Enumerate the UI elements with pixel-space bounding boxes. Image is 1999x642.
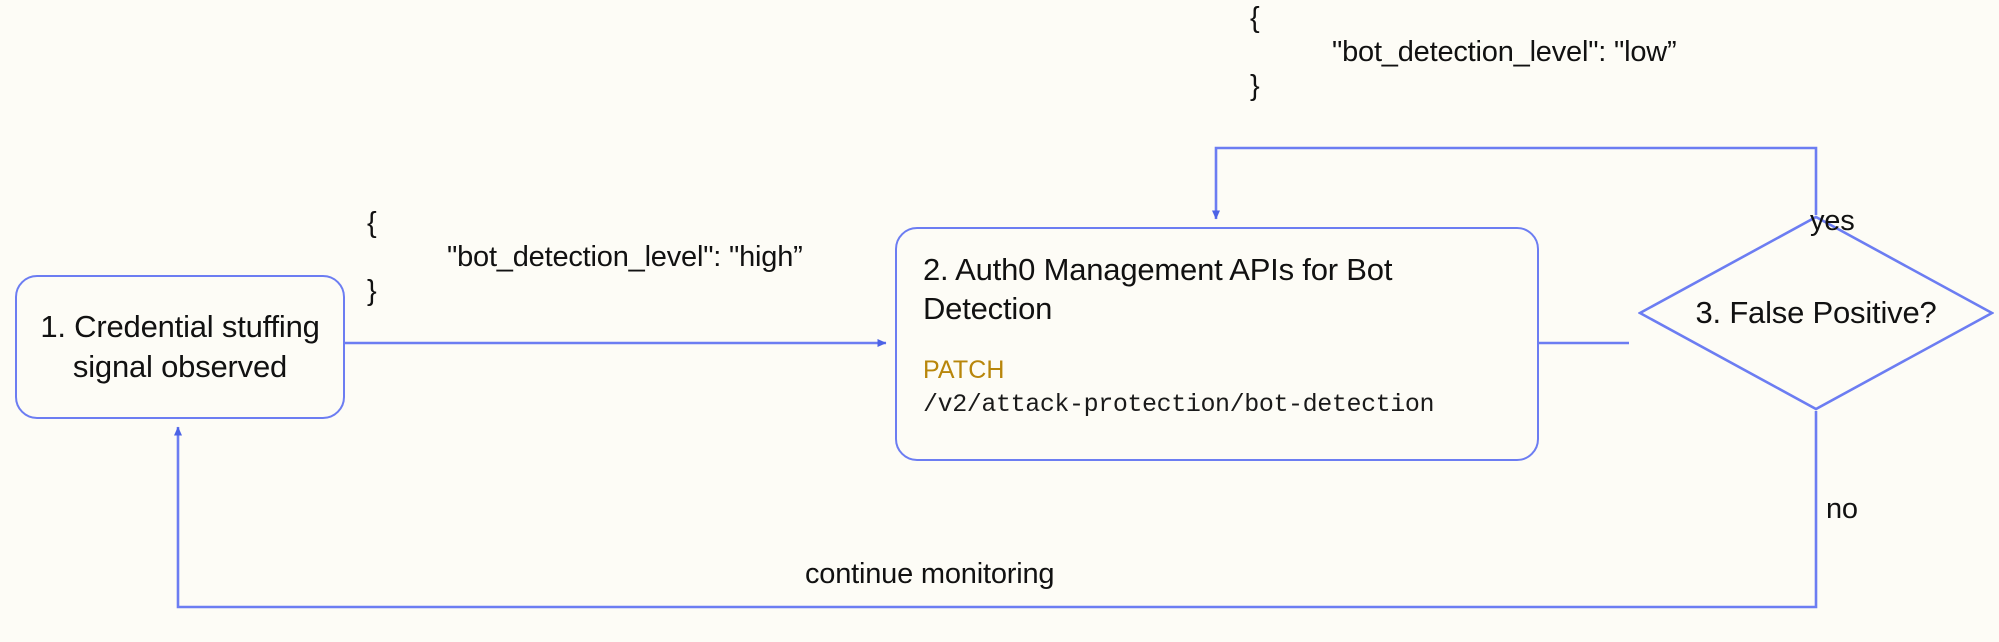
- payload-high-body: "bot_detection_level": "high”: [447, 241, 803, 273]
- node-1-label: 1. Credential stuffing signal observed: [40, 309, 320, 384]
- api-block: PATCH /v2/attack-protection/bot-detectio…: [923, 355, 1511, 422]
- node-3-label: 3. False Positive?: [1695, 295, 1937, 331]
- edge-label-yes: yes: [1810, 205, 1855, 237]
- edge-label-continue-monitoring: continue monitoring: [805, 558, 1055, 590]
- node-2-title: 2. Auth0 Management APIs for Bot Detecti…: [923, 252, 1393, 326]
- payload-low-body: "bot_detection_level": "low”: [1332, 36, 1677, 68]
- edge-step3-yes-to-step2: [1212, 146, 1818, 220]
- http-method-label: PATCH: [923, 355, 1005, 384]
- node-false-positive-decision[interactable]: 3. False Positive?: [1638, 215, 1994, 411]
- api-path-label: /v2/attack-protection/bot-detection: [923, 389, 1435, 419]
- diamond-shape: [1638, 215, 1994, 411]
- edge-label-no: no: [1826, 493, 1858, 525]
- payload-high-close-brace: }: [367, 275, 377, 307]
- payload-low-close-brace: }: [1250, 70, 1260, 102]
- payload-low-open-brace: {: [1250, 2, 1260, 34]
- node-credential-stuffing-signal[interactable]: 1. Credential stuffing signal observed: [15, 275, 345, 419]
- node-auth0-management-apis[interactable]: 2. Auth0 Management APIs for Bot Detecti…: [895, 227, 1539, 461]
- payload-high-open-brace: {: [367, 207, 377, 239]
